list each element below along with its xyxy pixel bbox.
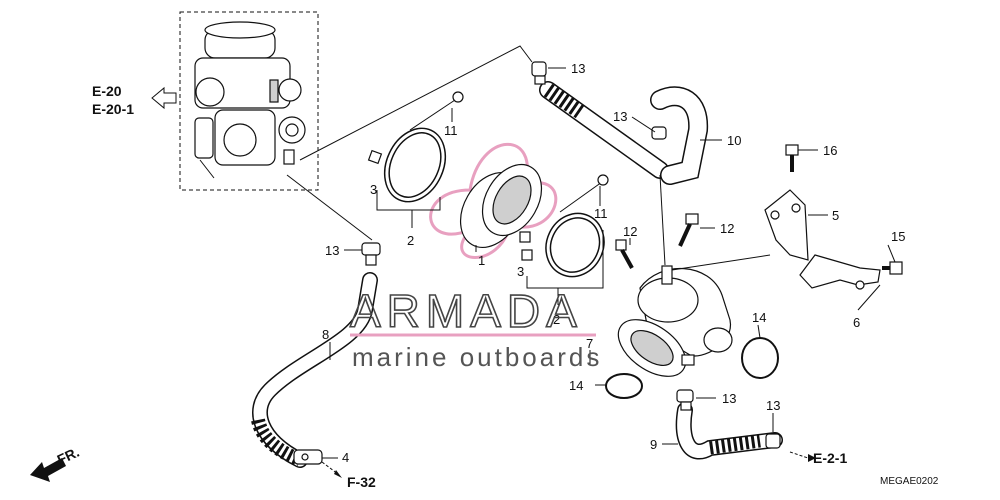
callout-2: 2 — [407, 233, 414, 248]
band-2-lower — [521, 174, 609, 278]
hose-10 — [650, 86, 709, 185]
callout-12: 12 — [623, 224, 637, 239]
callout-13: 13 — [766, 398, 780, 413]
bolt-16 — [785, 144, 799, 172]
callout-13: 13 — [722, 391, 736, 406]
ref-e21-label: E-2-1 — [813, 450, 847, 466]
ref-e201-label: E-20-1 — [92, 101, 134, 117]
bolt-15 — [882, 261, 903, 275]
callout-13: 13 — [571, 61, 585, 76]
callout-11: 11 — [594, 206, 608, 221]
ref-e20: E-20 E-20-1 — [92, 83, 177, 117]
stay-5 — [764, 189, 809, 261]
callout-16: 16 — [823, 143, 837, 158]
callout-7: 7 — [586, 336, 593, 351]
drawing-code: MEGAE0202 — [880, 476, 939, 487]
callout-2: 2 — [553, 312, 560, 327]
band-2-upper — [367, 91, 464, 203]
clip-13-top — [531, 61, 547, 85]
callout-1: 1 — [478, 253, 485, 268]
callout-10: 10 — [727, 133, 741, 148]
front-arrow-label: FR. — [55, 444, 82, 468]
bolt-12-right — [678, 213, 699, 247]
ref-e21: E-2-1 — [789, 450, 847, 466]
gasket-14-left — [605, 373, 643, 399]
callout-15: 15 — [891, 229, 905, 244]
insulator-1 — [459, 164, 543, 248]
callout-8: 8 — [322, 327, 329, 342]
gasket-14-right — [741, 337, 779, 379]
callout-4: 4 — [342, 450, 349, 465]
bolt-12-left — [615, 239, 634, 269]
callout-3: 3 — [370, 182, 377, 197]
hose-9 — [675, 402, 783, 460]
callout-6: 6 — [853, 315, 860, 330]
callout-14: 14 — [569, 378, 583, 393]
clip-13-bottom — [676, 389, 694, 411]
hose-10-upper — [539, 81, 669, 179]
callout-14: 14 — [752, 310, 766, 325]
watermark-brand: ARMADA — [350, 285, 583, 337]
callout-11: 11 — [444, 123, 458, 138]
clip-13-left — [361, 242, 381, 266]
front-arrow: FR. — [30, 444, 82, 482]
callout-3: 3 — [517, 264, 524, 279]
clip-13-right — [765, 433, 781, 449]
callout-5: 5 — [832, 208, 839, 223]
ref-e20-label: E-20 — [92, 83, 122, 99]
callout-12: 12 — [720, 221, 734, 236]
callout-13: 13 — [325, 243, 339, 258]
body-7 — [617, 265, 733, 377]
clip-4 — [293, 449, 323, 465]
callout-13: 13 — [613, 109, 627, 124]
carburetor-assembly — [179, 11, 319, 191]
ref-f32-label: F-32 — [347, 474, 376, 490]
callout-9: 9 — [650, 437, 657, 452]
bracket-6 — [799, 254, 881, 290]
watermark-tagline: marine outboards — [352, 342, 602, 372]
ref-f32: F-32 — [321, 461, 376, 490]
